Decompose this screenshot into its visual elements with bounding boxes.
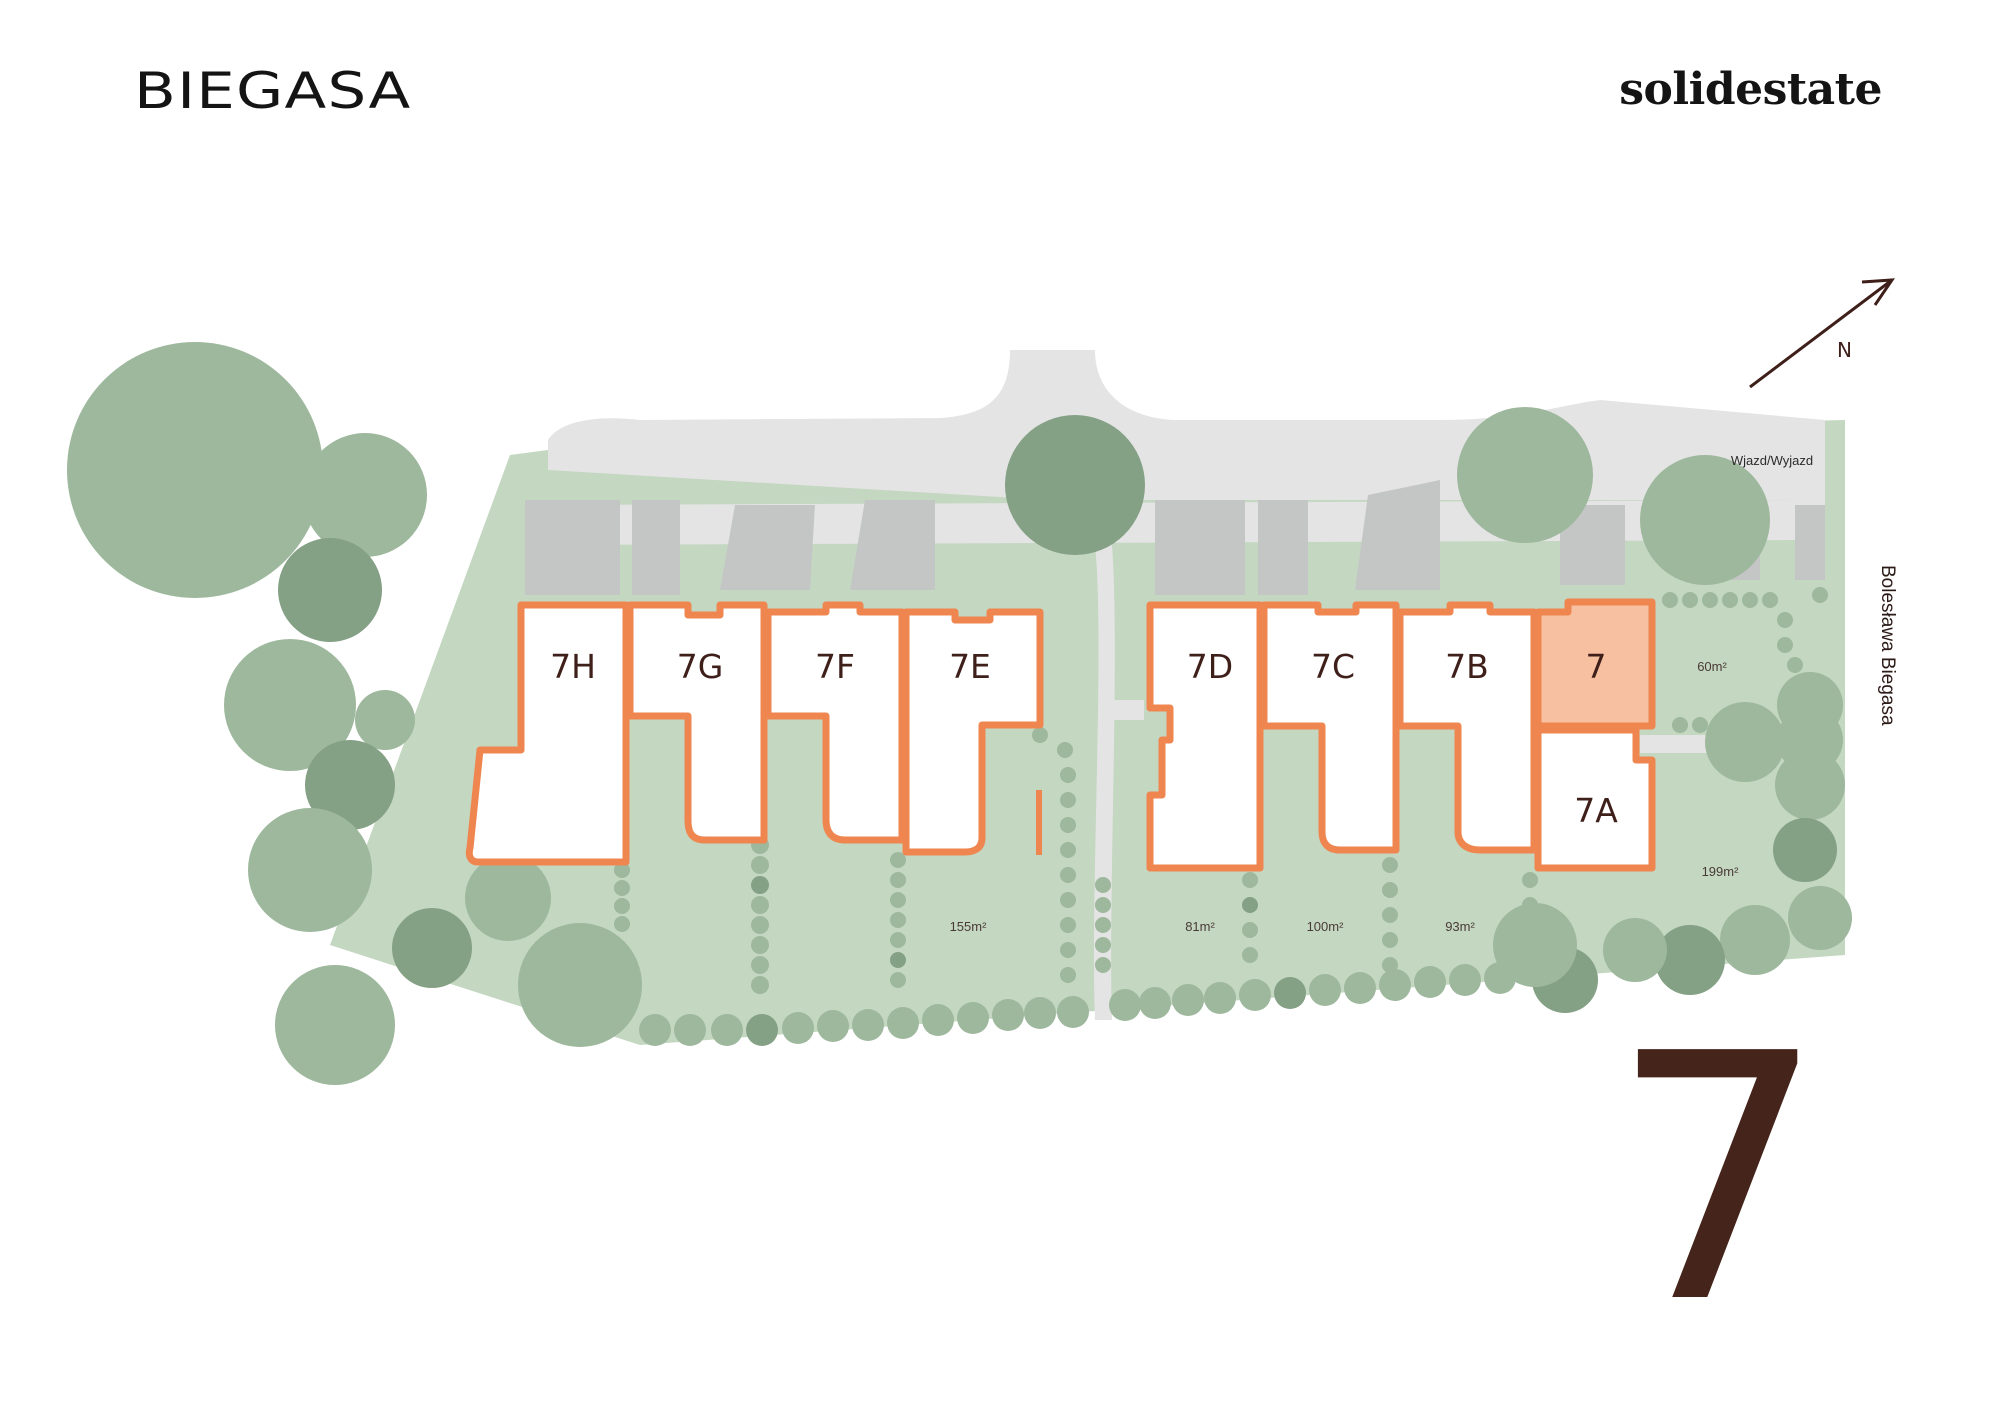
unit-7h-outline <box>465 601 630 866</box>
north-arrow-icon: N <box>1749 278 1895 389</box>
unit-7b-outline <box>1396 601 1538 854</box>
trees-top <box>1005 407 1770 585</box>
biegasa-logo: BIEGASA <box>134 62 412 120</box>
unit-7g-outline <box>626 601 768 844</box>
unit-7-label: 7 <box>1586 647 1607 686</box>
unit-7g[interactable]: 7G <box>626 601 768 844</box>
garden-area-7a: 199m² <box>1702 864 1740 879</box>
garden-area-7d: 81m² <box>1185 919 1215 934</box>
unit-7d-outline <box>1146 601 1264 872</box>
unit-7d-label: 7D <box>1187 647 1233 686</box>
unit-7[interactable]: 7 <box>1534 598 1656 730</box>
boundary-post <box>1036 790 1042 855</box>
unit-7f-outline <box>764 601 906 844</box>
hedges <box>614 587 1828 1046</box>
garden-area-7b: 93m² <box>1445 919 1475 934</box>
unit-7h-label: 7H <box>550 647 596 686</box>
unit-7c-outline <box>1260 601 1400 854</box>
unit-7a-label: 7A <box>1574 791 1618 830</box>
garden-area-7c: 100m² <box>1307 919 1345 934</box>
unit-7a[interactable]: 7A <box>1534 726 1656 872</box>
unit-7a-outline <box>1534 726 1656 872</box>
unit-7e[interactable]: 7E <box>902 608 1044 856</box>
unit-7c-label: 7C <box>1311 647 1355 686</box>
unit-7b-label: 7B <box>1445 647 1489 686</box>
parking-bays <box>525 480 1825 595</box>
unit-7f-label: 7F <box>815 647 855 686</box>
unit-7e-outline <box>902 608 1044 856</box>
garden-area-7e: 155m² <box>950 919 988 934</box>
unit-7-outline <box>1534 598 1656 730</box>
solidestate-logo: solidestate <box>1619 64 1882 115</box>
road-stub <box>1010 350 1095 420</box>
garden-area-7: 60m² <box>1697 659 1727 674</box>
unit-7b[interactable]: 7B <box>1396 601 1538 854</box>
unit-7h[interactable]: 7H <box>465 601 630 866</box>
north-label: N <box>1837 338 1852 362</box>
unit-7c[interactable]: 7C <box>1260 601 1400 854</box>
street-name: Bolesława Biegasa <box>1877 565 1898 726</box>
entrance-label: Wjazd/Wyjazd <box>1731 453 1813 468</box>
trees-left <box>67 342 642 1085</box>
unit-7e-label: 7E <box>949 647 991 686</box>
unit-7g-label: 7G <box>677 647 724 686</box>
unit-7d[interactable]: 7D <box>1146 601 1264 872</box>
unit-7f[interactable]: 7F <box>764 601 906 844</box>
building-number: 7 <box>1610 982 1827 1378</box>
access-road <box>548 350 1825 500</box>
site-ground <box>330 420 1845 1045</box>
